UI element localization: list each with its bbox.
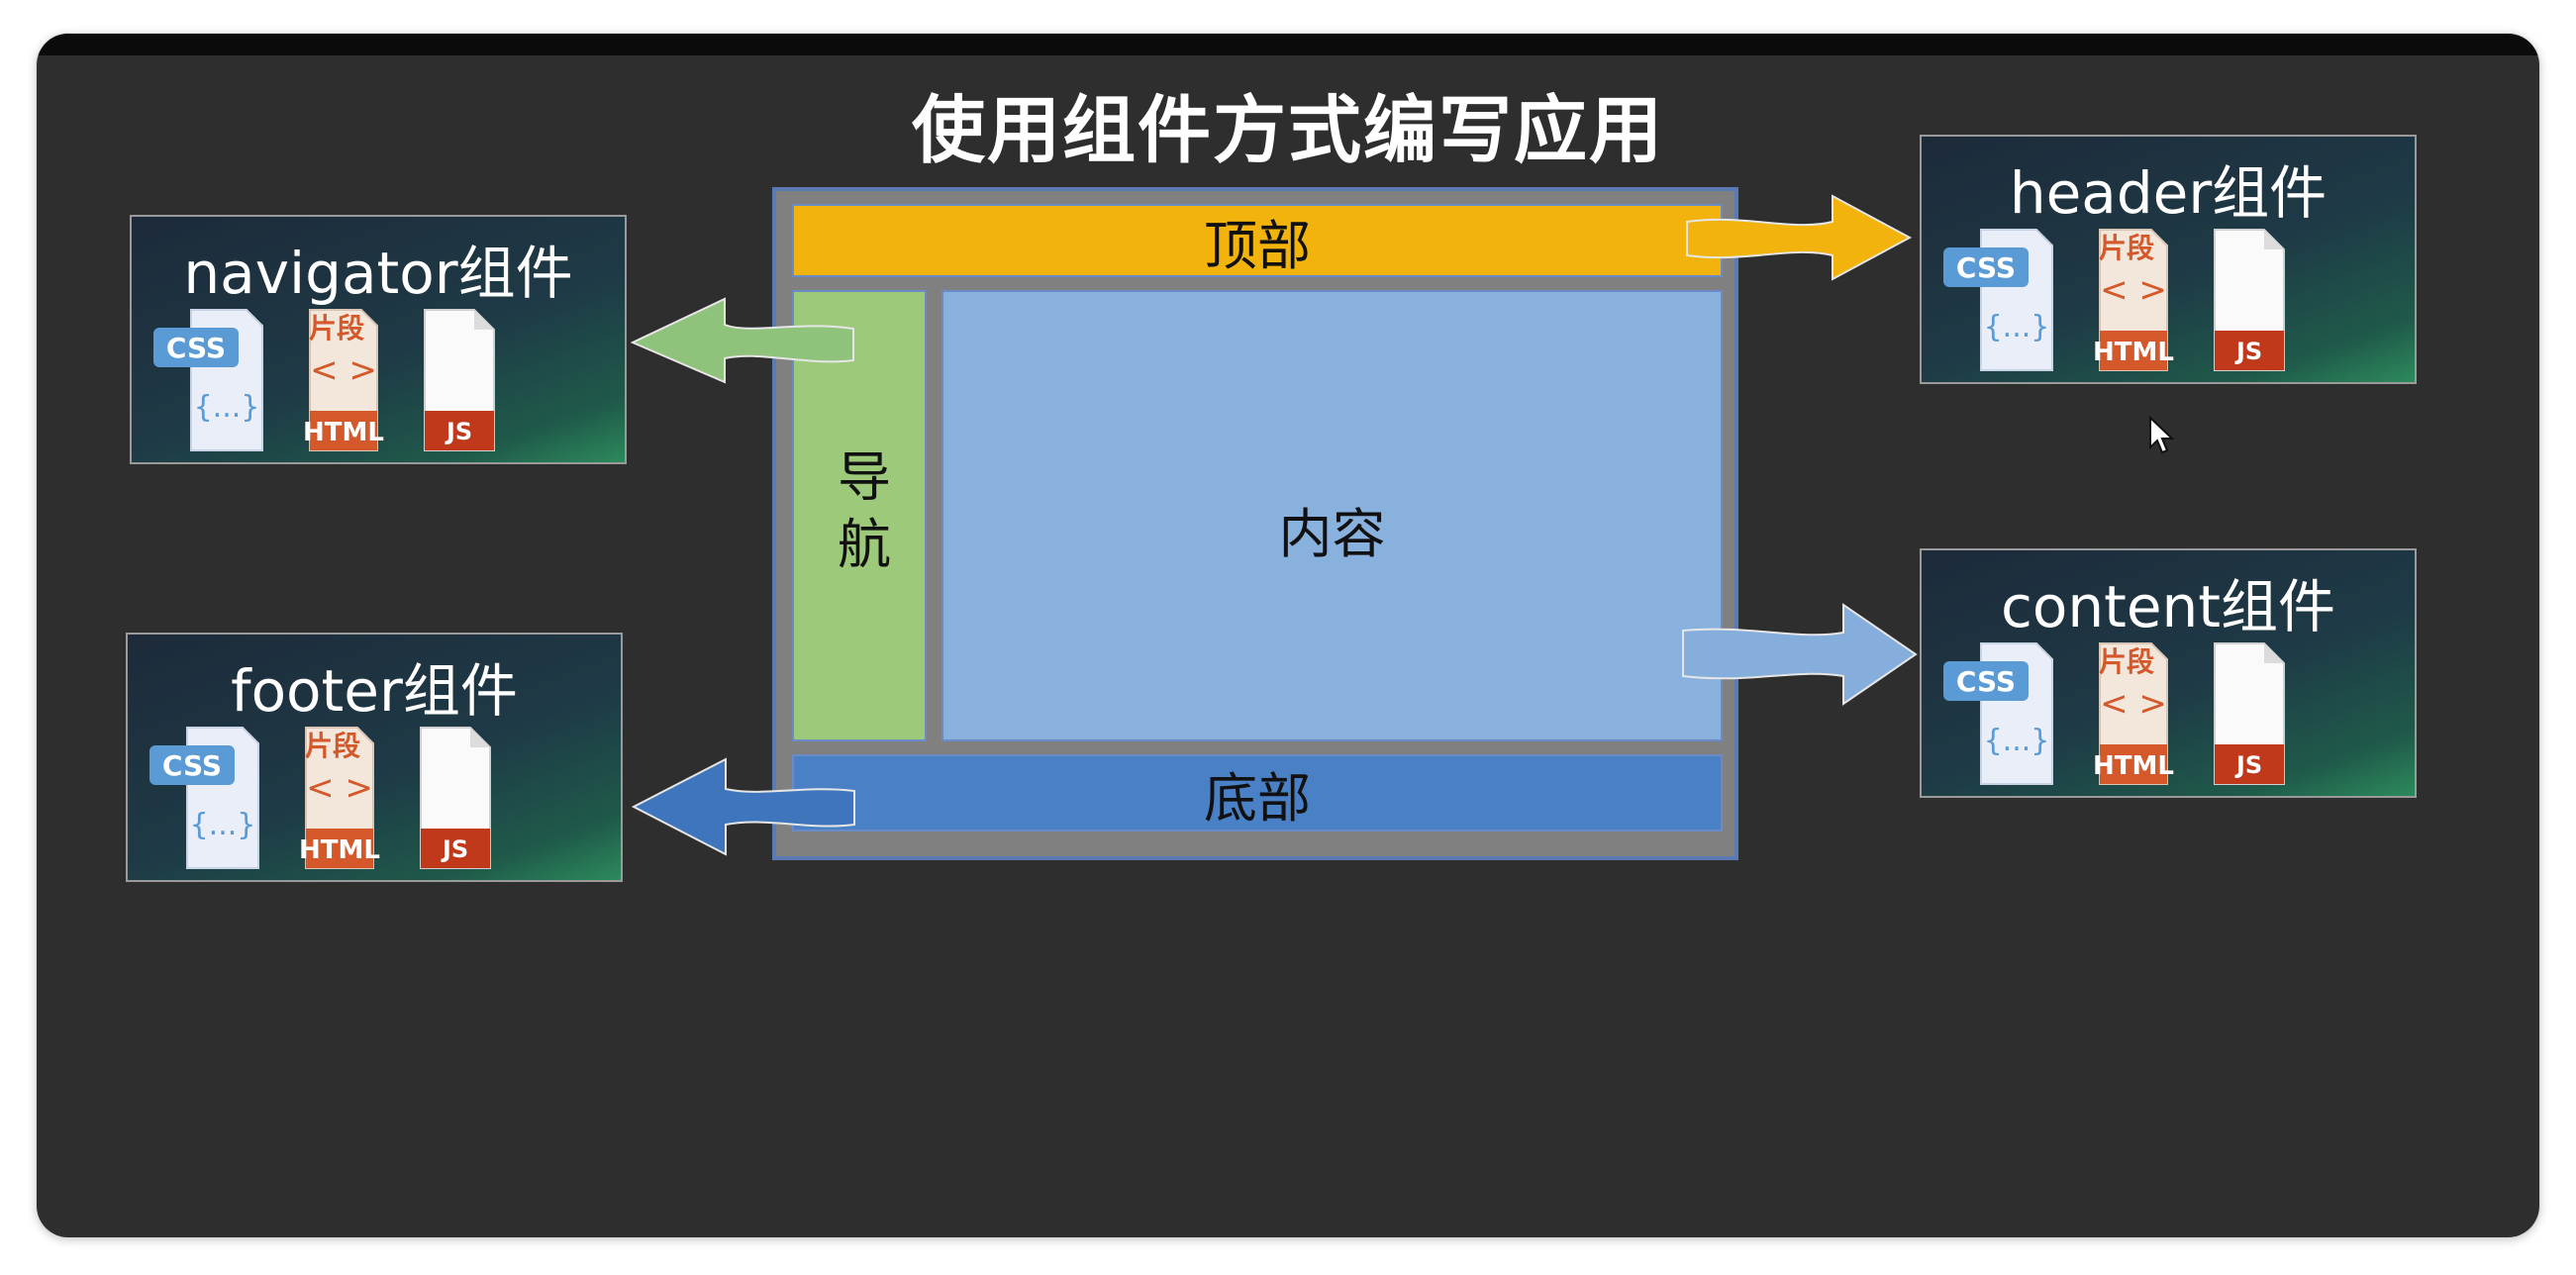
html-fragment-label: 片段	[309, 312, 364, 344]
css-file-icon: CSS {...}	[149, 727, 259, 869]
html-label: HTML	[303, 418, 384, 447]
css-body: {...}	[1984, 310, 2050, 344]
js-file-icon: JS	[420, 727, 491, 869]
slide-title: 使用组件方式编写应用	[912, 88, 1664, 173]
arrow-to-footer-icon	[631, 757, 855, 856]
navigator-component-title: navigator组件	[183, 240, 573, 307]
js-file-icon: JS	[2214, 642, 2285, 785]
header-component-card: header组件 CSS {...} 片段 < > HTML JS	[1920, 135, 2417, 384]
footer-component-title: footer组件	[231, 657, 518, 725]
css-body: {...}	[1984, 724, 2050, 758]
html-file-icon: 片段 < > HTML	[303, 309, 384, 451]
css-body: {...}	[194, 390, 260, 425]
html-code-glyph: < >	[306, 768, 373, 808]
region-nav: 导航	[792, 290, 927, 741]
css-label: CSS	[162, 749, 222, 782]
content-component-card: content组件 CSS {...} 片段 < > HTML JS	[1920, 548, 2417, 798]
js-label: JS	[441, 835, 468, 863]
html-file-icon: 片段 < > HTML	[2093, 229, 2174, 371]
region-top: 顶部	[792, 204, 1723, 277]
html-fragment-label: 片段	[2099, 645, 2154, 678]
css-label: CSS	[1956, 665, 2016, 698]
js-file-icon: JS	[424, 309, 495, 451]
footer-component-card: footer组件 CSS {...} 片段 < > HTML JS	[126, 633, 623, 882]
mouse-cursor-icon	[2149, 416, 2174, 454]
html-file-icon: 片段 < > HTML	[2093, 642, 2174, 785]
css-label: CSS	[166, 332, 226, 364]
region-content: 内容	[941, 290, 1723, 741]
layout-wireframe: 顶部 导航 内容 底部	[772, 187, 1738, 860]
arrow-to-header-icon	[1686, 194, 1913, 281]
html-fragment-label: 片段	[2099, 232, 2154, 264]
js-label: JS	[2234, 751, 2262, 779]
frame-top-bar	[37, 34, 2539, 55]
region-bottom: 底部	[792, 754, 1723, 832]
header-component-title: header组件	[2009, 159, 2328, 227]
arrow-to-content-icon	[1682, 603, 1918, 706]
html-code-glyph: < >	[2100, 684, 2167, 724]
html-fragment-label: 片段	[305, 730, 360, 762]
slide-frame: 使用组件方式编写应用 顶部 导航 内容 底部 navigator组件 CSS {.…	[37, 34, 2539, 1237]
css-body: {...}	[190, 808, 256, 842]
content-component-title: content组件	[2000, 573, 2336, 640]
js-label: JS	[2234, 338, 2262, 365]
js-label: JS	[445, 418, 472, 445]
js-file-icon: JS	[2214, 229, 2285, 371]
css-file-icon: CSS {...}	[1943, 642, 2053, 785]
arrow-to-navigator-icon	[630, 297, 854, 384]
html-code-glyph: < >	[2100, 270, 2167, 310]
css-file-icon: CSS {...}	[1943, 229, 2053, 371]
html-label: HTML	[2093, 338, 2174, 367]
html-label: HTML	[299, 835, 380, 865]
html-code-glyph: < >	[310, 350, 377, 390]
html-file-icon: 片段 < > HTML	[299, 727, 380, 869]
css-file-icon: CSS {...}	[153, 309, 263, 451]
css-label: CSS	[1956, 251, 2016, 284]
navigator-component-card: navigator组件 CSS {...} 片段 < > HTML JS	[130, 215, 627, 464]
html-label: HTML	[2093, 751, 2174, 781]
